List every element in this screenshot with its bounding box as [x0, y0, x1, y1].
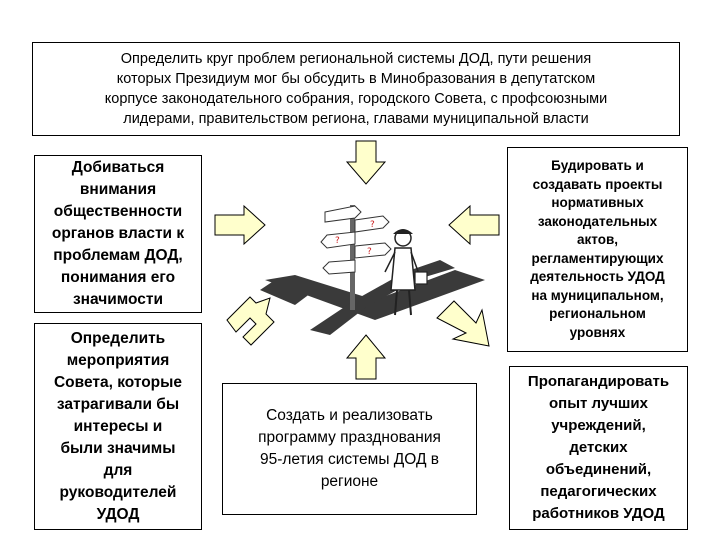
top-box: Определить круг проблем региональной сис… — [32, 42, 680, 136]
svg-text:?: ? — [370, 220, 375, 230]
left-box-public-attention-text: Добиваться внимания общественности орган… — [51, 159, 185, 308]
left-box-council-events-text: Определить мероприятия Совета, которые з… — [53, 329, 183, 523]
arrow-right-icon — [214, 204, 266, 246]
svg-text:?: ? — [335, 236, 340, 246]
arrow-diagonal-down-right-icon — [226, 296, 275, 346]
arrow-diagonal-up-right-icon — [436, 300, 490, 347]
bottom-box-anniversary: Создать и реализовать программу празднов… — [222, 383, 477, 515]
top-box-text: Определить круг проблем региональной сис… — [104, 51, 608, 127]
arrow-left-icon — [448, 204, 500, 246]
right-box-promote-experience-text: Пропагандировать опыт лучших учреждений,… — [527, 373, 670, 522]
arrow-up-icon — [345, 334, 387, 380]
right-box-promote-experience: Пропагандировать опыт лучших учреждений,… — [509, 366, 688, 530]
bottom-box-anniversary-text: Создать и реализовать программу празднов… — [258, 407, 441, 490]
left-box-public-attention: Добиваться внимания общественности орган… — [34, 155, 202, 313]
left-box-council-events: Определить мероприятия Совета, которые з… — [34, 323, 202, 530]
person-at-crossroads-icon: ? ? ? — [260, 205, 485, 335]
right-box-legislation-text: Будировать и создавать проекты нормативн… — [530, 158, 665, 340]
svg-text:?: ? — [367, 247, 372, 257]
arrow-down-icon — [345, 140, 387, 185]
right-box-legislation: Будировать и создавать проекты нормативн… — [507, 147, 688, 352]
